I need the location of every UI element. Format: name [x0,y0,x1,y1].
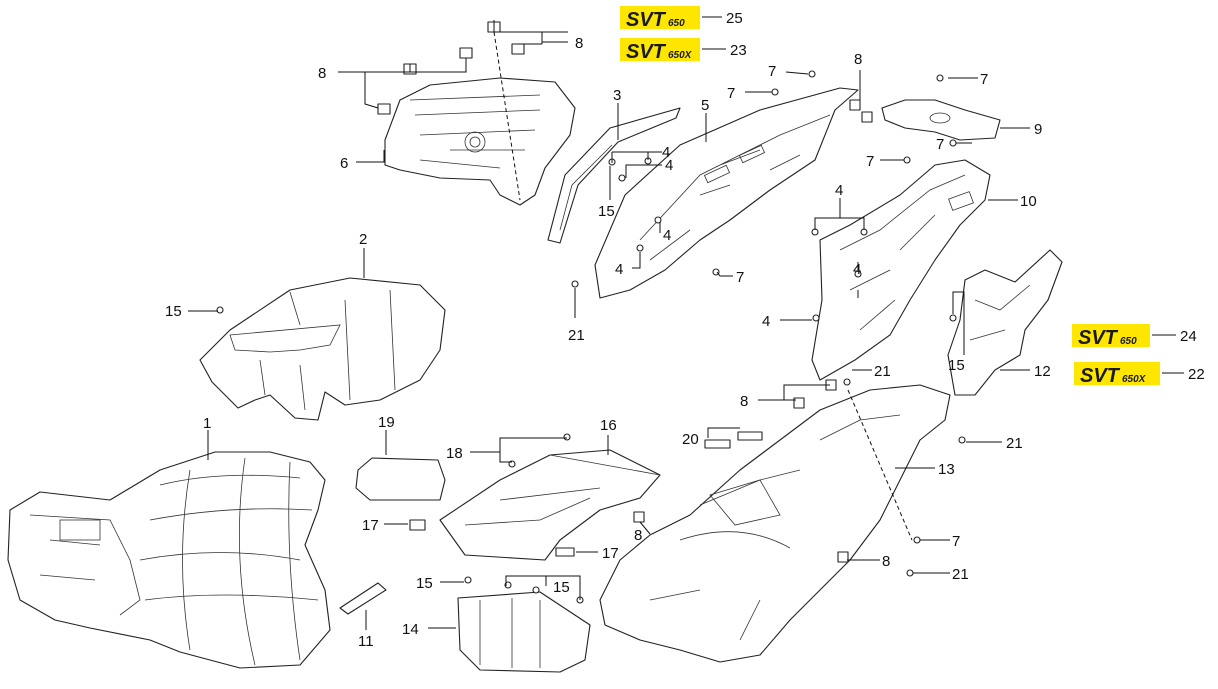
callout-7: 7 [952,533,960,550]
callout-4: 4 [615,261,623,278]
callout-7: 7 [980,71,988,88]
callout-7: 7 [736,269,744,286]
callout-15: 15 [416,575,433,592]
callout-1: 1 [203,415,211,432]
part-17-pad-a [409,519,426,531]
callout-25: 25 [726,10,743,27]
callout-numbers: 1 2 3 4 4 4 4 4 4 4 5 6 7 7 7 7 7 7 7 8 … [165,10,1205,650]
callout-16: 16 [600,417,617,434]
decal-badge-22: SVT 650X [1074,362,1160,387]
part-2-rear-seat [199,277,446,421]
decal-badge-25: SVT 650 [620,6,700,31]
callout-4: 4 [665,157,673,174]
callout-18: 18 [446,445,463,462]
part-20-pads [704,431,763,449]
part-1-seat [7,451,331,669]
svg-text:SVT: SVT [1080,365,1121,387]
callout-22: 22 [1188,366,1205,383]
decal-badge-23: SVT 650X [620,38,700,63]
callout-19: 19 [378,414,395,431]
callout-17: 17 [602,545,619,562]
part-12-side-panel [947,249,1063,396]
callout-7: 7 [768,63,776,80]
callout-21: 21 [1006,435,1023,452]
callout-21: 21 [952,566,969,583]
callout-9: 9 [1034,121,1042,138]
part-17-pad-b [555,547,575,557]
callout-8: 8 [854,51,862,68]
callout-5: 5 [701,97,709,114]
part-5-frame-cover [594,87,859,299]
callout-21: 21 [874,363,891,380]
svg-text:650X: 650X [1122,374,1147,385]
svg-text:650: 650 [668,18,685,29]
callout-8: 8 [634,527,642,544]
callout-15: 15 [948,357,965,374]
callout-4: 4 [663,227,671,244]
callout-7: 7 [936,136,944,153]
part-6-rear-carrier [384,77,576,206]
svg-text:SVT: SVT [626,9,667,31]
callout-8: 8 [575,35,583,52]
callout-7: 7 [866,153,874,170]
callout-11: 11 [358,633,374,650]
callout-4: 4 [853,261,861,278]
callout-20: 20 [682,431,699,448]
svg-text:650: 650 [1120,336,1137,347]
callout-12: 12 [1034,363,1051,380]
leader-lines [188,16,1184,630]
callout-23: 23 [730,42,747,59]
callout-15: 15 [553,579,570,596]
callout-8: 8 [318,65,326,82]
part-16-tray [439,449,661,561]
callout-8: 8 [740,393,748,410]
callout-10: 10 [1020,193,1037,210]
decal-badge-24: SVT 650 [1072,324,1150,349]
part-10-right-frame-cover [811,159,991,381]
callout-3: 3 [613,87,621,104]
callout-7: 7 [727,85,735,102]
callout-17: 17 [362,517,379,534]
callout-2: 2 [359,231,367,248]
callout-4: 4 [662,144,670,161]
callout-6: 6 [340,155,348,172]
callout-14: 14 [402,621,419,638]
svg-text:SVT: SVT [1078,327,1119,349]
callout-21: 21 [568,327,585,344]
part-9-rear-bracket [881,99,1001,141]
callout-13: 13 [938,461,955,478]
part-3-side-trim [547,107,681,244]
part-19-pad [355,457,446,501]
callout-15: 15 [598,203,615,220]
svg-text:SVT: SVT [626,41,667,63]
part-14-toolbox [457,591,591,673]
callout-8: 8 [882,553,890,570]
svg-text:650X: 650X [668,50,693,61]
part-13-rear-fender [599,384,951,663]
callout-24: 24 [1180,328,1197,345]
part-11-strap [339,582,387,615]
callout-15: 15 [165,303,182,320]
callout-4: 4 [835,182,843,199]
callout-4: 4 [762,313,770,330]
